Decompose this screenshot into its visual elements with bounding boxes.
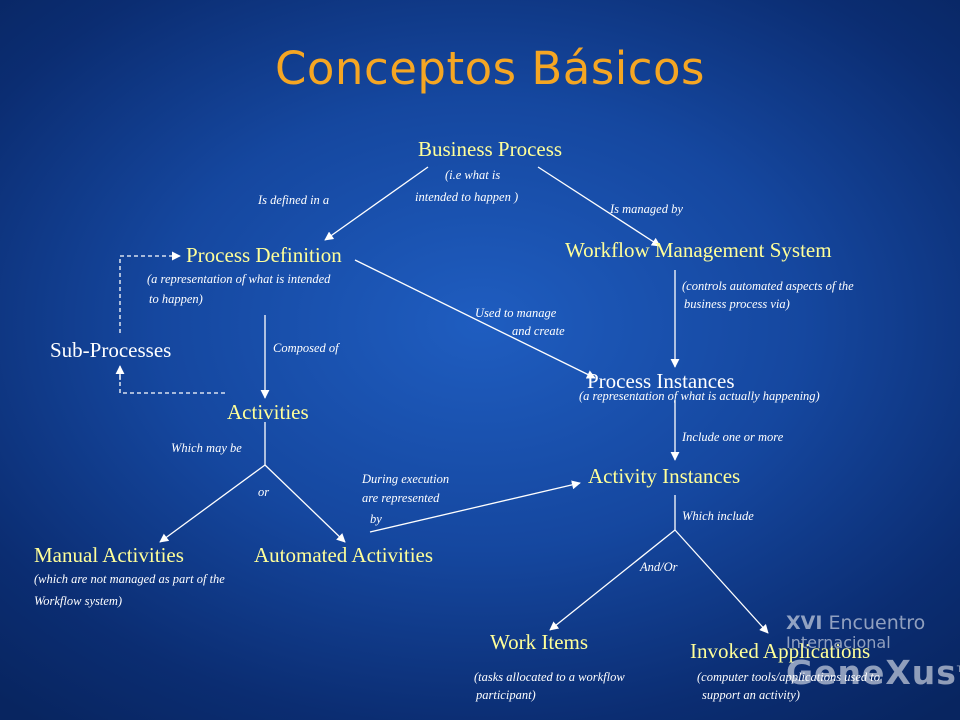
edge-pd-to-pi	[354, 259, 596, 379]
note-process-definition-1: (a representation of what is intended	[147, 272, 331, 286]
edge-ai-to-workitems	[549, 529, 676, 631]
node-process-definition: Process Definition	[186, 243, 342, 267]
logo-tm: TM	[957, 665, 960, 675]
edge-subprocess-to-pd	[119, 251, 181, 333]
logo-line1-rest: Encuentro	[828, 612, 926, 634]
note-work-items-2: participant)	[476, 688, 536, 702]
node-invoked-applications: Invoked Applications	[690, 639, 871, 663]
node-automated-activities: Automated Activities	[254, 543, 434, 567]
node-process-instances: Process Instances	[587, 369, 735, 393]
node-work-items: Work Items	[490, 630, 589, 654]
note-invoked-applications-1: (computer tools/applications used to	[697, 670, 880, 684]
node-manual-activities: Manual Activities	[34, 543, 184, 567]
label-during-execution-2: are represented	[362, 491, 440, 505]
edge-activities-to-manual	[159, 464, 266, 543]
label-used-to-manage-1: Used to manage	[475, 306, 557, 320]
edge-activities-to-subprocess	[119, 368, 225, 394]
edge-bp-to-pd	[324, 166, 429, 241]
note-manual-activities-1: (which are not managed as part of the	[34, 572, 225, 586]
note-invoked-applications-2: support an activity)	[702, 688, 800, 702]
label-include-one-or-more: Include one or more	[682, 430, 784, 444]
label-which-may-be: Which may be	[171, 441, 242, 455]
note-business-process-1: (i.e what is	[445, 168, 501, 182]
edge-activities-to-automated	[264, 464, 346, 543]
note-process-instances: (a representation of what is actually ha…	[579, 389, 820, 403]
node-activities: Activities	[227, 400, 309, 424]
label-which-include: Which include	[682, 509, 754, 523]
node-sub-processes: Sub-Processes	[50, 338, 172, 362]
label-or: or	[258, 485, 270, 499]
note-work-items-1: (tasks allocated to a workflow	[474, 670, 625, 684]
note-wms-1: (controls automated aspects of the	[682, 279, 854, 293]
label-during-execution-1: During execution	[362, 472, 450, 486]
edge-automated-to-ai	[369, 480, 581, 533]
label-during-execution-3: by	[370, 512, 382, 526]
label-used-to-manage-2: and create	[512, 324, 565, 338]
edge-ai-to-invoked	[674, 529, 769, 634]
label-is-managed-by: Is managed by	[610, 202, 683, 216]
logo-line1-bold: XVI	[786, 612, 823, 634]
note-business-process-2: intended to happen )	[415, 190, 519, 204]
edge-bp-to-wms	[537, 166, 661, 247]
logo-line2: GeneXus	[786, 653, 957, 692]
logo-line1-tail: Internacional	[786, 633, 891, 652]
note-wms-2: business process via)	[684, 297, 790, 311]
node-activity-instances: Activity Instances	[588, 464, 741, 488]
note-manual-activities-2: Workflow system)	[34, 594, 123, 608]
label-and-or: And/Or	[640, 560, 678, 574]
node-business-process: Business Process	[418, 137, 563, 161]
note-process-definition-2: to happen)	[149, 292, 203, 306]
node-workflow-management-system: Workflow Management System	[565, 238, 832, 262]
page-title: Conceptos Básicos	[274, 42, 705, 95]
label-is-defined-in-a: Is defined in a	[258, 193, 330, 207]
label-composed-of: Composed of	[273, 341, 339, 355]
